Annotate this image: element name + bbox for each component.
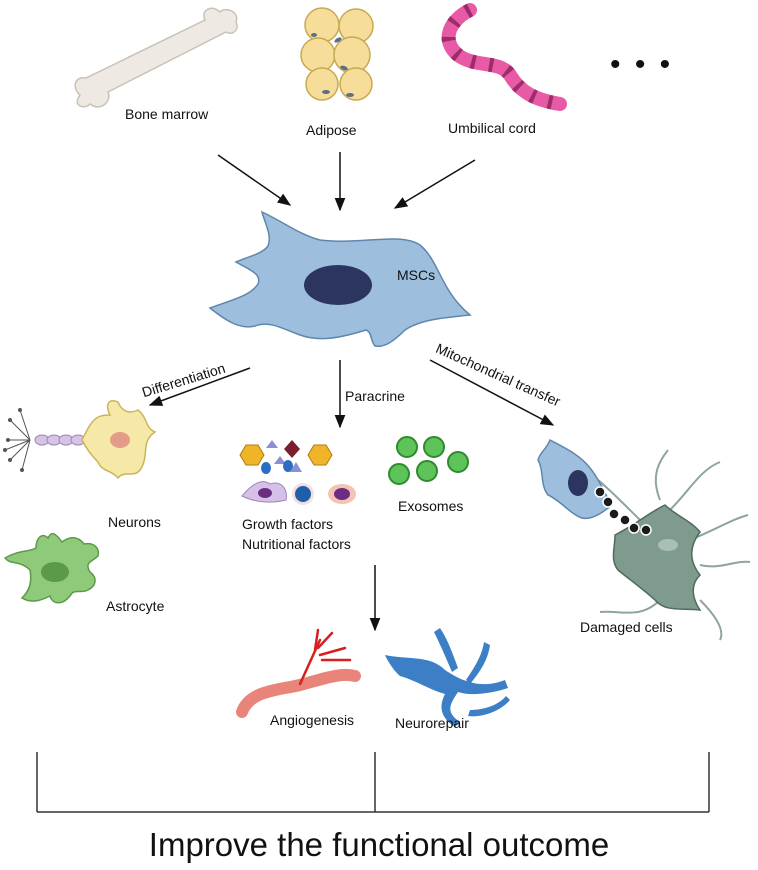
arrow-bone-to-msc (217, 154, 292, 206)
exosomes-icon (388, 436, 469, 485)
msc-label: MSCs (397, 267, 436, 283)
growth-factors-label: Growth factors (242, 516, 334, 532)
source-umbilical-cord-label: Umbilical cord (448, 120, 536, 136)
angiogenesis-label: Angiogenesis (270, 712, 355, 728)
arrow-mitochondrial-transfer (429, 359, 555, 426)
neurorepair-icon (385, 628, 510, 727)
adipose-icon (300, 7, 374, 101)
outcome-bracket (36, 752, 710, 813)
damaged-cells-label: Damaged cells (580, 619, 673, 635)
neuron-icon (3, 400, 157, 480)
more-sources-ellipsis: • • • (610, 48, 674, 81)
neurons-label: Neurons (108, 514, 161, 530)
neurorepair-label: Neurorepair (395, 715, 469, 731)
bone-icon (74, 7, 238, 108)
outcome-title: Improve the functional outcome (148, 826, 610, 863)
msc-cell-icon (208, 210, 472, 348)
growth-factors-icon (239, 440, 356, 505)
source-adipose-label: Adipose (306, 122, 357, 138)
umbilical-cord-icon (441, 3, 567, 111)
arrow-cord-to-msc (393, 159, 476, 209)
source-bone-marrow-label: Bone marrow (125, 106, 209, 122)
damaged-cells-icon (537, 438, 751, 641)
arrow-differentiation (148, 367, 251, 406)
astrocyte-label: Astrocyte (106, 598, 165, 614)
angiogenesis-icon (236, 628, 361, 718)
nutritional-factors-label: Nutritional factors (242, 536, 351, 552)
paracrine-label: Paracrine (345, 388, 405, 404)
exosomes-label: Exosomes (398, 498, 464, 514)
astrocyte-icon (3, 532, 100, 604)
